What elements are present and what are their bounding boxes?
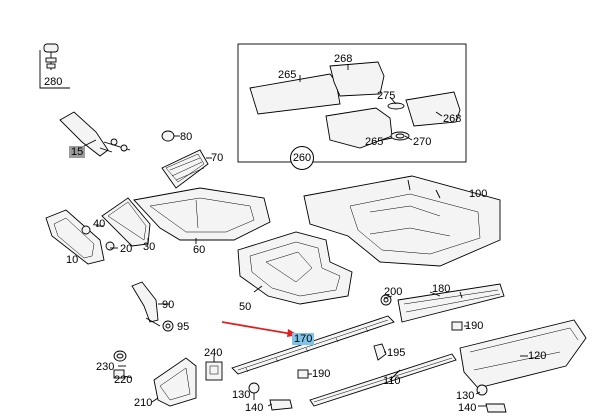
label-20[interactable]: 20: [120, 243, 133, 255]
label-70[interactable]: 70: [211, 152, 224, 164]
label-80[interactable]: 80: [180, 131, 193, 143]
label-200[interactable]: 200: [384, 286, 403, 298]
label-40[interactable]: 40: [93, 218, 106, 230]
label-130-right[interactable]: 130: [456, 390, 475, 402]
trim-180-drawing: [380, 283, 505, 323]
clips-drawing: [297, 321, 463, 379]
label-110[interactable]: 110: [383, 375, 401, 387]
label-268-top[interactable]: 268: [334, 53, 353, 65]
clip-280-drawing: [39, 43, 70, 89]
label-170[interactable]: 170: [292, 333, 315, 345]
highlight-arrow: [221, 321, 298, 337]
sill-110-drawing: [309, 319, 587, 407]
label-140-left[interactable]: 140: [245, 402, 264, 414]
label-275[interactable]: 275: [377, 90, 396, 102]
label-90[interactable]: 90: [162, 299, 175, 311]
label-280[interactable]: 280: [44, 76, 63, 88]
label-220[interactable]: 220: [114, 374, 133, 386]
bottom-left-drawing: [113, 350, 507, 413]
bracket-90-drawing: [131, 281, 174, 332]
label-265-bottom[interactable]: 265: [365, 136, 384, 148]
carpet-60-drawing: [133, 187, 271, 241]
sill-170-drawing: [231, 315, 395, 375]
label-50[interactable]: 50: [239, 301, 252, 313]
label-210[interactable]: 210: [134, 397, 153, 409]
bracket-15-drawing: [59, 111, 131, 157]
label-260[interactable]: 260: [290, 146, 314, 170]
label-95[interactable]: 95: [177, 321, 190, 333]
label-190-right[interactable]: 190: [465, 320, 484, 332]
carpet-100-drawing: [303, 175, 501, 267]
label-120[interactable]: 120: [528, 350, 547, 362]
label-15[interactable]: 15: [69, 146, 86, 158]
label-10[interactable]: 10: [66, 254, 79, 266]
label-265-top[interactable]: 265: [278, 69, 297, 81]
label-180[interactable]: 180: [432, 283, 451, 295]
grommet-80-drawing: [161, 130, 180, 142]
carpet-50-drawing: [237, 231, 353, 305]
label-140-right[interactable]: 140: [458, 402, 477, 414]
panel-70-drawing: [161, 149, 212, 189]
label-190-left[interactable]: 190: [312, 368, 331, 380]
label-270[interactable]: 270: [413, 136, 432, 148]
label-240[interactable]: 240: [204, 347, 223, 359]
label-30[interactable]: 30: [143, 241, 156, 253]
leader-lines: [75, 139, 528, 407]
label-268-bottom[interactable]: 268: [443, 113, 462, 125]
floor-mats-drawing: [249, 61, 461, 149]
label-230[interactable]: 230: [96, 361, 115, 373]
label-195[interactable]: 195: [387, 347, 406, 359]
label-130-left[interactable]: 130: [232, 389, 251, 401]
mats-frame: [237, 43, 467, 163]
label-100[interactable]: 100: [469, 188, 488, 200]
label-60[interactable]: 60: [193, 244, 206, 256]
left-cluster-drawing: [45, 197, 151, 265]
